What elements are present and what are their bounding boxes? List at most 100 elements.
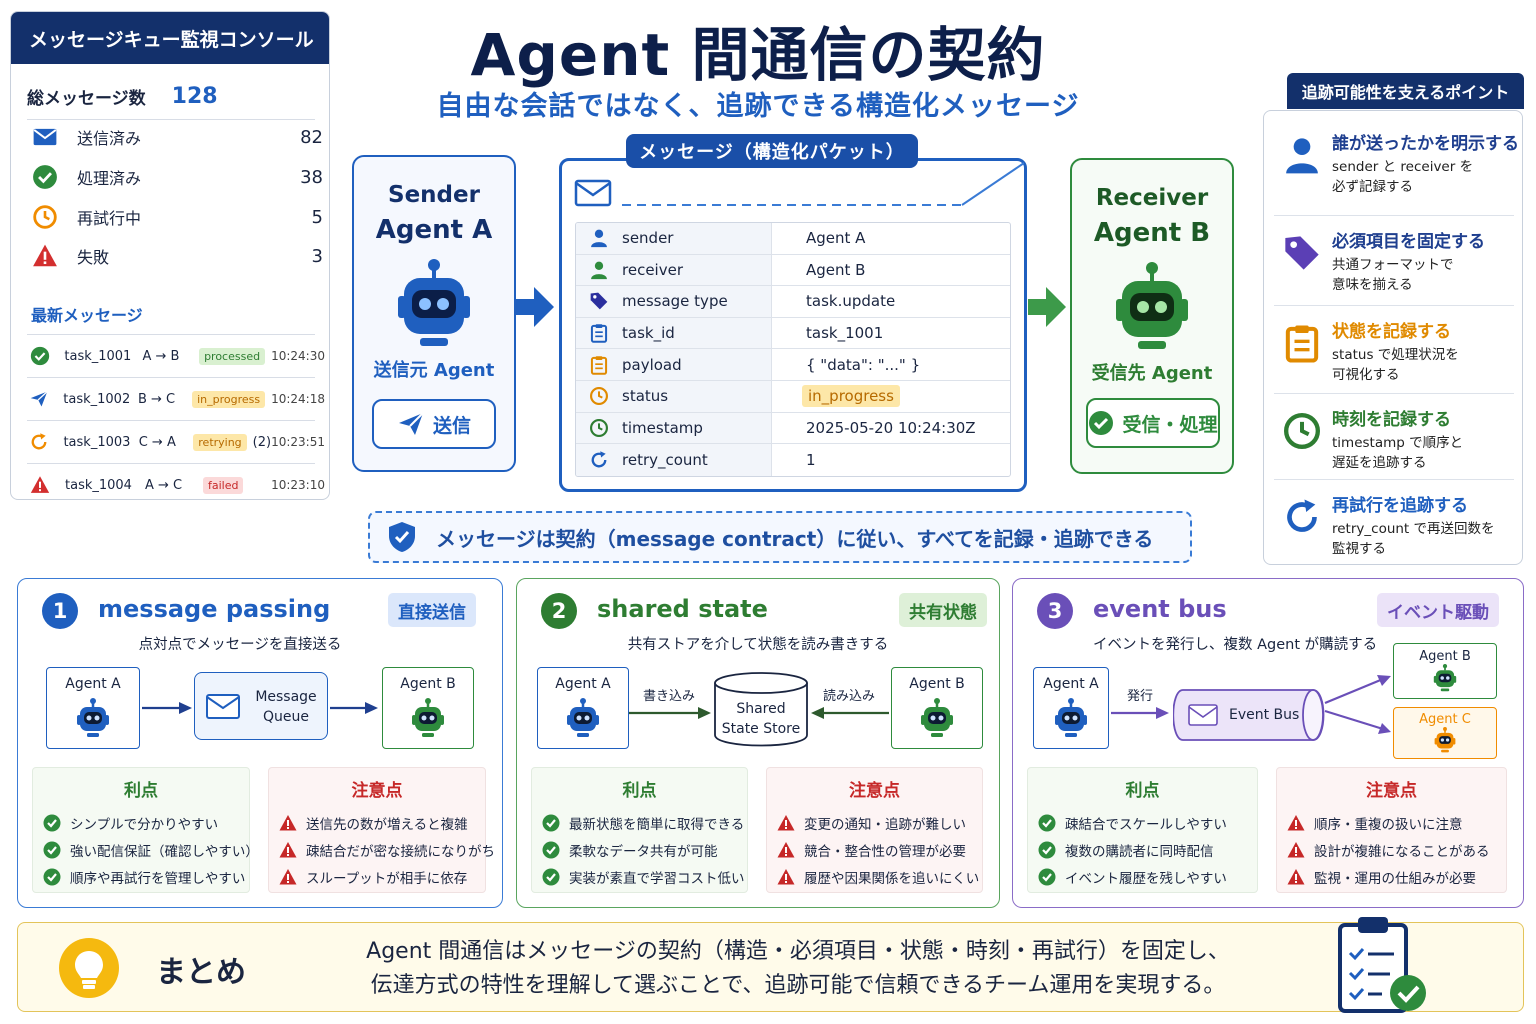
- arrow-icon: [330, 702, 378, 714]
- message-status-icon: [27, 346, 52, 366]
- write-label: 書き込み: [643, 689, 696, 704]
- panel-number: 3: [1037, 593, 1073, 629]
- warning-icon: [1287, 868, 1305, 884]
- node-label: Agent B: [400, 676, 456, 692]
- event-bus-label: Event Bus: [1229, 707, 1300, 723]
- warning-icon: [279, 868, 297, 884]
- tracepoint-item: 再試行を追跡する retry_count で再送回数を 監視する: [1274, 491, 1514, 571]
- message-time: 10:23:10: [271, 478, 325, 492]
- tracepoint-line: sender と receiver を: [1332, 159, 1474, 175]
- tracepoints-panel: 誰が送ったかを明示する sender と receiver を 必ず記録する 必…: [1263, 110, 1523, 565]
- message-queue-node: Message Queue: [194, 672, 328, 740]
- panel-tag: イベント駆動: [1377, 593, 1499, 627]
- field-key-text: status: [622, 387, 669, 406]
- node-label: Agent B: [909, 676, 965, 692]
- message-row[interactable]: task_1002 B → C in_progress 10:24:18: [27, 378, 325, 420]
- tracepoint-item: 誰が送ったかを明示する sender と receiver を 必ず記録する: [1274, 129, 1519, 209]
- warning-icon: [30, 476, 50, 493]
- con-item: 監視・運用の仕組みが必要: [1287, 863, 1506, 890]
- agent-b-node: Agent B: [1393, 643, 1497, 699]
- panel-number: 2: [541, 593, 577, 629]
- pros-box: 利点 シンプルで分かりやすい強い配信保証（確認しやすい）順序や再試行を管理しやす…: [32, 767, 259, 893]
- stat-value: 38: [300, 166, 323, 188]
- panel-number: 1: [42, 593, 78, 629]
- item-text: 履歴や因果関係を追いにくい: [804, 870, 980, 887]
- arrow-icon: [811, 707, 889, 719]
- check-circle-icon: [542, 841, 560, 858]
- agent-b-node: Agent B: [891, 667, 983, 749]
- clock-icon: [33, 205, 57, 229]
- envelope-icon: [33, 128, 57, 146]
- send-button[interactable]: 送信: [372, 399, 496, 449]
- node-label: Agent B: [1419, 649, 1471, 664]
- packet-field-value: Agent A: [806, 229, 866, 248]
- field-key-text: task_id: [622, 324, 675, 343]
- message-row[interactable]: task_1003 C → A retrying (2) 10:23:51: [27, 421, 325, 463]
- message-row[interactable]: task_1001 A → B processed 10:24:30: [27, 335, 325, 377]
- panel-event-bus: 3 event bus イベント駆動 イベントを発行し、複数 Agent が購読…: [1012, 578, 1524, 908]
- warning-icon: [279, 814, 297, 830]
- packet-field-value: { "data": "..." }: [806, 355, 921, 374]
- stat-label: 処理済み: [77, 169, 142, 188]
- packet-field-key: timestamp: [576, 412, 772, 444]
- clock-icon: [590, 387, 608, 406]
- stat-icon: [31, 163, 59, 191]
- tracepoint-desc: retry_count で再送回数を 監視する: [1332, 519, 1495, 559]
- con-item: 疎結合だが密な接続になりがち: [279, 836, 495, 863]
- cons-title: 注意点: [1366, 781, 1417, 801]
- recent-title: 最新メッセージ: [31, 306, 143, 325]
- panel-desc: イベントを発行し、複数 Agent が購読する: [1093, 637, 1378, 653]
- robot-icon: [1433, 664, 1457, 692]
- packet-field-key: retry_count: [576, 444, 772, 476]
- check-circle-icon: [542, 814, 560, 831]
- packet-field-row: message type task.update: [576, 286, 1010, 318]
- node-label: Agent A: [1043, 676, 1099, 692]
- tracepoint-title: 時刻を記録する: [1332, 410, 1451, 430]
- message-status-icon: [27, 389, 51, 409]
- warning-icon: [1287, 814, 1305, 830]
- tracepoint-desc: sender と receiver を 必ず記録する: [1332, 157, 1473, 197]
- node-label: Agent A: [555, 676, 611, 692]
- item-text: 実装が素直で学習コスト低い: [569, 870, 745, 887]
- summary-line-1: Agent 間通信はメッセージの契約（構造・必須項目・状態・時刻・再試行）を固定…: [366, 939, 1230, 964]
- stat-value: 82: [300, 126, 323, 148]
- stat-row: 再試行中 5: [31, 202, 323, 232]
- total-label: 総メッセージ数: [27, 89, 146, 109]
- packet-field-row: receiver Agent B: [576, 254, 1010, 287]
- stat-label: 再試行中: [77, 209, 142, 228]
- robot-icon: [1110, 261, 1194, 351]
- pro-item: イベント履歴を残しやすい: [1038, 863, 1257, 890]
- envelope-icon: [206, 694, 240, 719]
- item-text: 変更の通知・追跡が難しい: [804, 816, 966, 833]
- tracepoint-line: 監視する: [1332, 541, 1386, 557]
- field-key-text: sender: [622, 229, 674, 248]
- packet-field-key: task_id: [576, 317, 772, 349]
- status-badge: retrying: [193, 433, 247, 451]
- pros-box: 利点 疎結合でスケールしやすい複数の購読者に同時配信イベント履歴を残しやすい: [1027, 767, 1258, 893]
- robot-icon: [77, 698, 109, 737]
- clipboard-icon: [1285, 325, 1319, 363]
- sender-jp: 送信元 Agent: [373, 360, 495, 381]
- tracepoint-item: 状態を記録する status で処理状況を 可視化する: [1274, 317, 1514, 397]
- pro-item: シンプルで分かりやすい: [43, 809, 249, 836]
- message-route: B → C: [137, 391, 176, 407]
- warning-icon: [279, 841, 297, 857]
- check-circle-icon: [1089, 411, 1114, 435]
- agent-c-node: Agent C: [1393, 707, 1497, 759]
- stat-label: 失敗: [77, 248, 110, 267]
- pro-item: 疎結合でスケールしやすい: [1038, 809, 1257, 836]
- stat-row: 失敗 3: [31, 241, 323, 271]
- status-badge: failed: [203, 476, 244, 494]
- contract-banner: メッセージは契約（message contract）に従い、すべてを記録・追跡で…: [368, 511, 1192, 563]
- tracepoint-line: 必ず記録する: [1332, 179, 1413, 195]
- panel-title: event bus: [1093, 595, 1227, 623]
- packet-field-key: payload: [576, 349, 772, 380]
- tracepoint-item: 必須項目を固定する 共通フォーマットで 意味を揃える: [1274, 227, 1514, 307]
- sender-name: Agent A: [375, 215, 493, 245]
- message-row[interactable]: task_1004 A → C failed 10:23:10: [27, 464, 325, 499]
- robot-icon: [921, 698, 953, 737]
- packet-field-value: task.update: [806, 292, 896, 311]
- receive-button[interactable]: 受信・処理: [1086, 398, 1220, 448]
- con-item: 設計が複雑になることがある: [1287, 836, 1506, 863]
- divider: [1274, 479, 1514, 480]
